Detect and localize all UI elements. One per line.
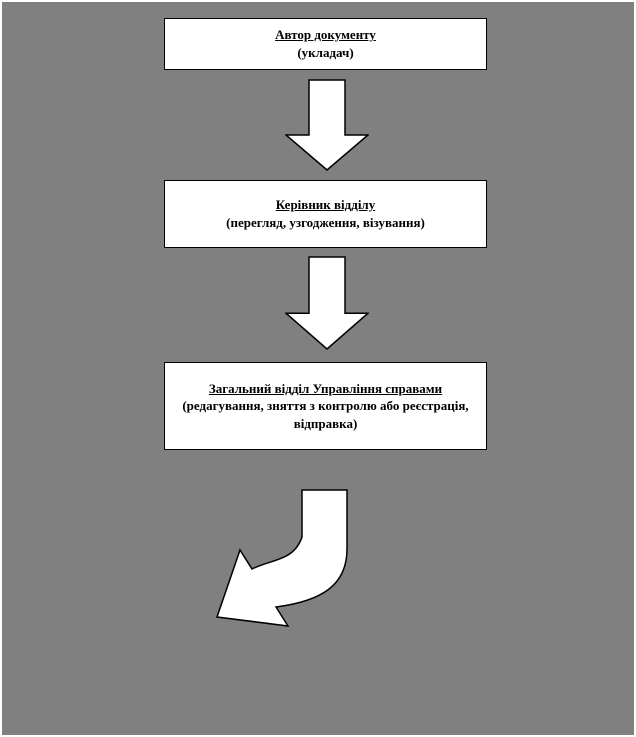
flow-box-department-head-title: Керівник відділу: [275, 197, 376, 213]
flow-box-department-head: Керівник відділу (перегляд, узгодження, …: [164, 180, 487, 248]
curved-arrow-shape: [215, 489, 348, 627]
curved-arrow-icon: [182, 487, 402, 662]
flow-box-author: Автор документу (укладач): [164, 18, 487, 70]
flow-box-general-department: Загальний відділ Управління справами (ре…: [164, 362, 487, 450]
down-arrow-shape: [285, 256, 369, 350]
flow-box-author-subtitle: (укладач): [297, 45, 354, 60]
flow-box-general-department-subtitle: (редагування, зняття з контролю або реєс…: [182, 398, 469, 431]
flow-box-department-head-subtitle: (перегляд, узгодження, візування): [226, 215, 425, 230]
flow-box-author-title: Автор документу: [275, 27, 376, 43]
flow-box-general-department-title: Загальний відділ Управління справами: [208, 380, 443, 396]
down-arrow-icon: [285, 79, 369, 171]
down-arrow-shape: [285, 79, 369, 171]
down-arrow-icon: [285, 256, 369, 350]
